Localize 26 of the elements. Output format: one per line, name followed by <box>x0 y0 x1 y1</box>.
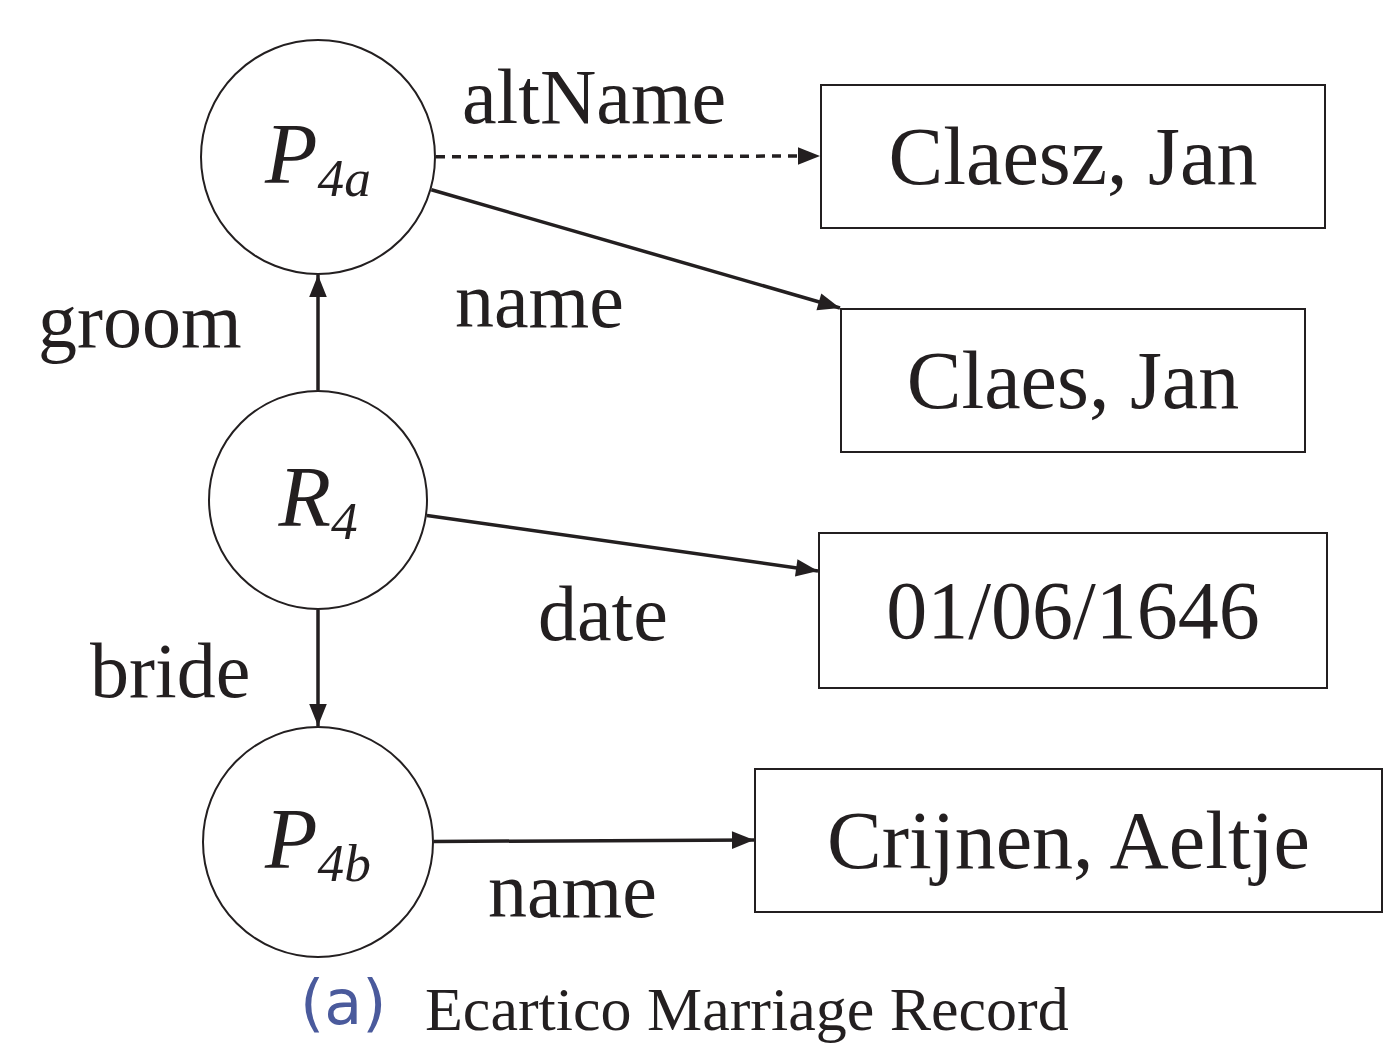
arrow <box>436 147 820 165</box>
entity-circle <box>202 726 434 958</box>
value-box <box>840 308 1306 453</box>
edge-label: altName <box>462 58 727 136</box>
value-box <box>820 84 1326 229</box>
entity-label: R$_{4}$ <box>278 448 358 553</box>
panel-label: (a) <box>300 972 387 1034</box>
entity-label: P$_{4b}$ <box>265 790 371 895</box>
value-text: Crijnen, Aeltje <box>827 793 1310 888</box>
arrow <box>426 513 819 577</box>
edge-label: name <box>455 262 624 340</box>
edge-label: bride <box>90 632 251 710</box>
arrow <box>430 188 841 311</box>
value-text: Claes, Jan <box>906 333 1240 428</box>
entity-label: P$_{4a}$ <box>265 105 371 210</box>
value-box <box>754 768 1383 913</box>
arrow <box>309 610 327 726</box>
value-text: Claesz, Jan <box>888 109 1258 204</box>
edge-label: date <box>538 575 668 653</box>
value-box <box>818 532 1328 689</box>
edge-label: name <box>488 852 657 930</box>
arrow <box>434 831 754 849</box>
entity-circle <box>200 39 436 275</box>
entity-circle <box>208 390 428 610</box>
arrow <box>309 275 327 390</box>
value-text: 01/06/1646 <box>886 563 1260 658</box>
